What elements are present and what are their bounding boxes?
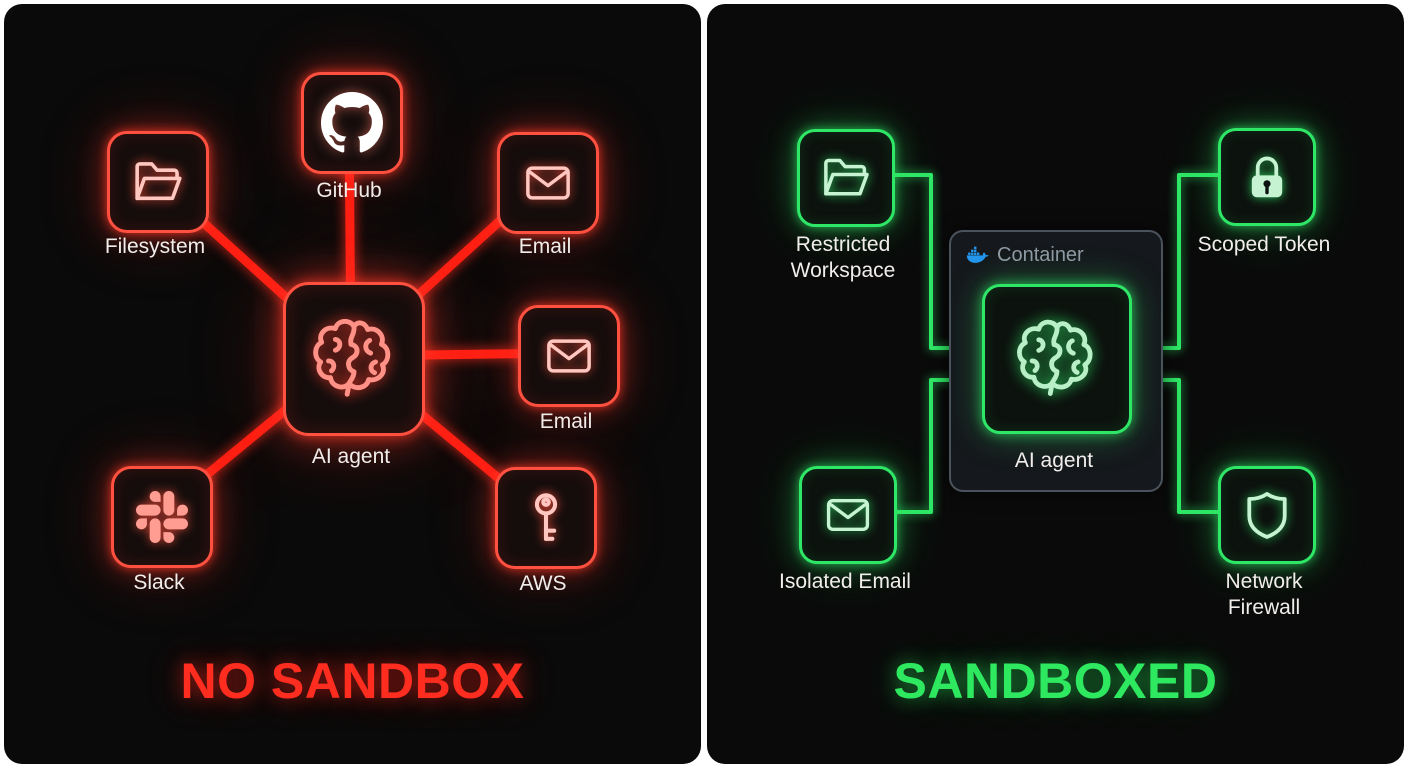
node-email-top-label: Email bbox=[518, 235, 572, 258]
node-aws bbox=[495, 467, 597, 569]
lock-icon bbox=[1240, 150, 1294, 204]
ai-agent-node bbox=[283, 282, 425, 436]
node-network-firewall bbox=[1218, 466, 1316, 564]
folder-icon bbox=[818, 150, 874, 206]
node-github-label: GitHub bbox=[316, 179, 382, 202]
node-slack bbox=[111, 466, 213, 568]
connection-container-firewall bbox=[1157, 378, 1220, 514]
ai-agent-label: AI agent bbox=[311, 445, 391, 468]
brain-icon bbox=[1009, 311, 1105, 407]
sandboxed-title: SANDBOXED bbox=[893, 653, 1218, 709]
no-sandbox-title: NO SANDBOX bbox=[180, 653, 525, 709]
node-email-right bbox=[518, 305, 620, 407]
container-box: Container AI agent bbox=[949, 230, 1163, 492]
docker-icon bbox=[965, 246, 989, 265]
ai-agent-label: AI agent bbox=[1014, 449, 1094, 472]
container-label: Container bbox=[997, 244, 1084, 266]
node-email-top bbox=[497, 132, 599, 234]
brain-icon bbox=[305, 310, 403, 408]
folder-icon bbox=[129, 153, 187, 211]
shield-icon bbox=[1240, 488, 1294, 542]
no-sandbox-panel: Filesystem GitHub Email Email AWS Slack bbox=[4, 4, 701, 764]
node-scoped-token-label: Scoped Token bbox=[1197, 233, 1331, 256]
key-icon bbox=[517, 489, 575, 547]
connection-container-token bbox=[1157, 173, 1220, 350]
container-header: Container bbox=[965, 244, 1084, 267]
github-icon bbox=[321, 92, 383, 154]
node-restricted-workspace-label: Restricted Workspace bbox=[790, 233, 896, 283]
node-filesystem bbox=[107, 131, 209, 233]
node-github bbox=[301, 72, 403, 174]
envelope-icon bbox=[821, 488, 875, 542]
connection-email-container bbox=[887, 378, 951, 514]
node-email-right-label: Email bbox=[539, 410, 593, 433]
sandboxed-panel: Restricted Workspace Scoped Token Isolat… bbox=[707, 4, 1404, 764]
envelope-icon bbox=[520, 155, 576, 211]
node-isolated-email bbox=[799, 466, 897, 564]
envelope-icon bbox=[541, 328, 597, 384]
slack-icon bbox=[136, 491, 188, 543]
ai-agent-node bbox=[982, 284, 1132, 434]
node-slack-label: Slack bbox=[133, 571, 185, 594]
node-restricted-workspace bbox=[797, 129, 895, 227]
node-isolated-email-label: Isolated Email bbox=[779, 570, 911, 593]
node-network-firewall-label: Network Firewall bbox=[1225, 570, 1303, 620]
node-aws-label: AWS bbox=[519, 572, 567, 595]
node-scoped-token bbox=[1218, 128, 1316, 226]
node-filesystem-label: Filesystem bbox=[104, 235, 206, 258]
